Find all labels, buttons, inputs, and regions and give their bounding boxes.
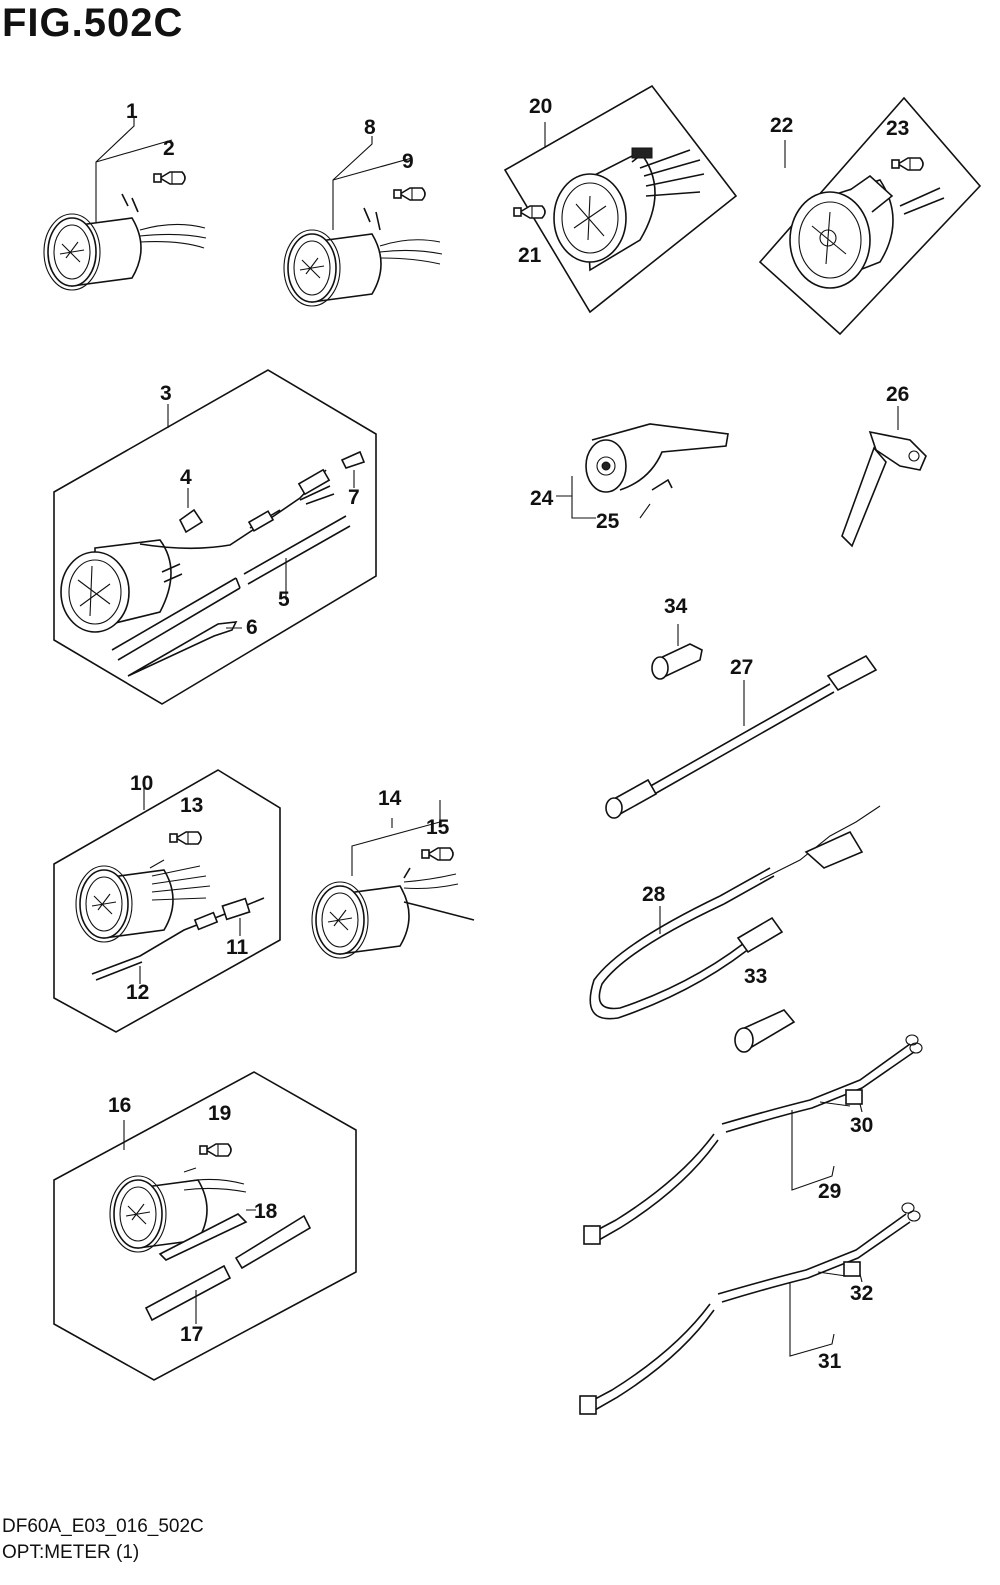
part-number-5: 5 xyxy=(278,588,290,611)
part-number-14: 14 xyxy=(378,787,402,810)
footer-caption: OPT:METER (1) xyxy=(2,1542,139,1563)
part-number-8: 8 xyxy=(364,116,376,139)
part-number-30: 30 xyxy=(850,1114,873,1137)
part-number-3: 3 xyxy=(160,382,172,405)
footer-code: DF60A_E03_016_502C xyxy=(2,1516,204,1537)
part-number-15: 15 xyxy=(426,816,450,839)
part-number-27: 27 xyxy=(730,656,753,679)
part-number-21: 21 xyxy=(518,244,542,267)
part-number-31: 31 xyxy=(818,1350,842,1373)
part-number-28: 28 xyxy=(642,883,666,906)
meter-kit-3 xyxy=(53,369,377,705)
meter-kit-16 xyxy=(53,1071,357,1381)
part-number-24: 24 xyxy=(530,487,554,510)
part-number-20: 20 xyxy=(529,95,552,118)
part-number-29: 29 xyxy=(818,1180,841,1203)
part-number-16: 16 xyxy=(108,1094,131,1117)
part-number-32: 32 xyxy=(850,1282,873,1305)
part-number-6: 6 xyxy=(246,616,258,639)
part-number-2: 2 xyxy=(163,137,175,160)
trim-sender-24 xyxy=(556,423,729,519)
part-number-7: 7 xyxy=(348,486,360,509)
part-number-17: 17 xyxy=(180,1323,203,1346)
meter-assembly-14 xyxy=(311,800,475,959)
part-number-13: 13 xyxy=(180,794,203,817)
meter-assembly-22 xyxy=(758,96,982,336)
trim-sender-26 xyxy=(841,406,927,548)
meter-assembly-20 xyxy=(503,84,738,314)
cable-28 xyxy=(589,805,881,1020)
connector-33 xyxy=(734,1009,796,1053)
part-number-4: 4 xyxy=(180,466,192,489)
part-number-10: 10 xyxy=(130,772,153,795)
meter-kit-10 xyxy=(53,769,281,1033)
part-number-9: 9 xyxy=(402,150,414,173)
cable-27 xyxy=(605,654,878,819)
meter-assembly-8 xyxy=(283,136,443,307)
part-number-19: 19 xyxy=(208,1102,231,1125)
part-number-25: 25 xyxy=(596,510,620,533)
part-number-26: 26 xyxy=(886,383,909,406)
part-number-18: 18 xyxy=(254,1200,278,1223)
part-number-11: 11 xyxy=(226,936,249,959)
connector-34 xyxy=(651,624,703,680)
part-number-12: 12 xyxy=(126,981,149,1004)
part-number-1: 1 xyxy=(126,100,138,123)
harness-29 xyxy=(583,1034,923,1245)
figure-title: FIG.502C xyxy=(2,1,183,45)
part-number-23: 23 xyxy=(886,117,909,140)
harness-31 xyxy=(579,1202,921,1415)
part-number-22: 22 xyxy=(770,114,793,137)
part-number-33: 33 xyxy=(744,965,767,988)
meter-assembly-1 xyxy=(43,118,207,291)
part-number-34: 34 xyxy=(664,595,688,618)
